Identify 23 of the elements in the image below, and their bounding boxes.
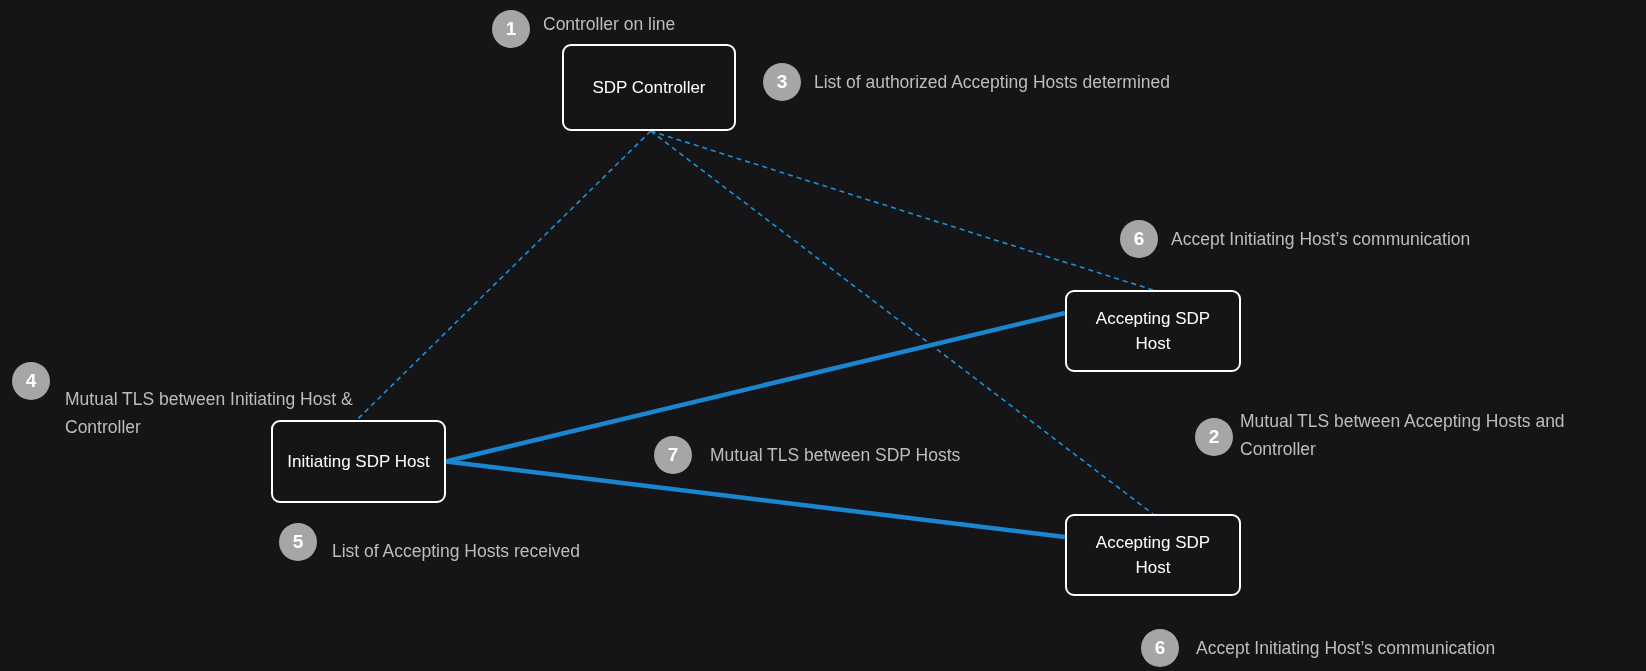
callout-number: 6 [1141, 629, 1179, 667]
process-box: Accepting SDP Host [1065, 290, 1241, 372]
process-box: Accepting SDP Host [1065, 514, 1241, 596]
connector-line [445, 459, 1066, 540]
process-box: SDP Controller [562, 44, 736, 131]
process-box: Initiating SDP Host [271, 420, 446, 503]
callout-number: 2 [1195, 418, 1233, 456]
step-description: Mutual TLS between Accepting Hosts and Controller [1240, 410, 1566, 461]
dashed-connector [649, 130, 1154, 515]
step-description: Accept Initiating Host’s communication [1171, 228, 1472, 251]
callout-number: 5 [279, 523, 317, 561]
callout-number: 7 [654, 436, 692, 474]
callout-number: 1 [492, 10, 530, 48]
callout-number: 3 [763, 63, 801, 101]
callout-number: 4 [12, 362, 50, 400]
step-description: Controller on line [543, 13, 677, 36]
dashed-connector [355, 130, 652, 421]
step-description: List of Accepting Hosts received [332, 540, 582, 563]
step-description: Accept Initiating Host’s communication [1196, 637, 1497, 660]
connector-line [445, 310, 1066, 464]
step-description: Mutual TLS between SDP Hosts [710, 444, 962, 467]
step-description: List of authorized Accepting Hosts determined [814, 71, 1172, 94]
callout-number: 6 [1120, 220, 1158, 258]
